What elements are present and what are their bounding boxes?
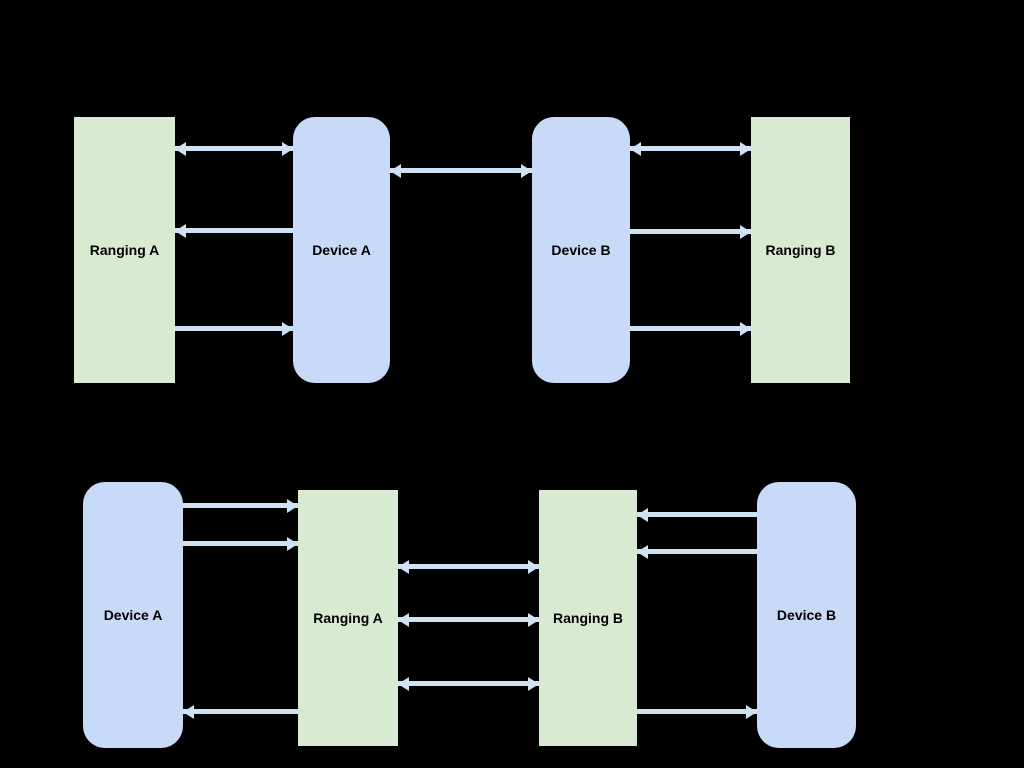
bottom-arrow-deviceb-to-rangingb-2 xyxy=(637,549,757,554)
bottom-arrow-ranginga-rangingb-bidirectional-1 xyxy=(398,564,539,569)
bottom-box-device-a-label: Device A xyxy=(103,607,163,623)
top-box-device-a-label: Device A xyxy=(312,242,371,258)
top-box-device-b: Device B xyxy=(532,117,630,383)
top-arrow-deviceb-to-rangingb-2 xyxy=(630,326,751,331)
bottom-box-ranging-b-label: Ranging B xyxy=(553,610,623,626)
bottom-arrow-ranginga-rangingb-bidirectional-2 xyxy=(398,617,539,622)
bottom-box-device-b-label: Device B xyxy=(776,607,837,623)
top-box-device-b-label: Device B xyxy=(551,242,611,258)
top-box-ranging-a-label: Ranging A xyxy=(89,242,160,258)
top-arrow-devicea-deviceb-bidirectional xyxy=(390,168,532,173)
top-arrow-ranginga-devicea-bidirectional xyxy=(175,146,293,151)
bottom-arrow-devicea-to-ranginga-2 xyxy=(183,541,298,546)
bottom-arrow-rangingb-to-deviceb xyxy=(637,709,757,714)
bottom-box-device-b: Device B xyxy=(757,482,856,748)
bottom-arrow-ranginga-to-devicea xyxy=(183,709,298,714)
bottom-arrow-ranginga-rangingb-bidirectional-3 xyxy=(398,681,539,686)
top-box-device-a: Device A xyxy=(293,117,390,383)
bottom-box-ranging-a: Ranging A xyxy=(298,490,398,746)
top-arrow-devicea-to-ranginga xyxy=(175,228,293,233)
top-box-ranging-b: Ranging B xyxy=(751,117,850,383)
top-box-ranging-b-label: Ranging B xyxy=(765,242,836,258)
bottom-arrow-deviceb-to-rangingb-1 xyxy=(637,512,757,517)
top-arrow-ranginga-to-devicea xyxy=(175,326,293,331)
bottom-box-device-a: Device A xyxy=(83,482,183,748)
bottom-arrow-devicea-to-ranginga-1 xyxy=(183,503,298,508)
top-arrow-deviceb-to-rangingb-1 xyxy=(630,229,751,234)
bottom-box-ranging-a-label: Ranging A xyxy=(313,610,383,626)
top-box-ranging-a: Ranging A xyxy=(74,117,175,383)
bottom-box-ranging-b: Ranging B xyxy=(539,490,637,746)
top-arrow-deviceb-rangingb-bidirectional xyxy=(630,146,751,151)
